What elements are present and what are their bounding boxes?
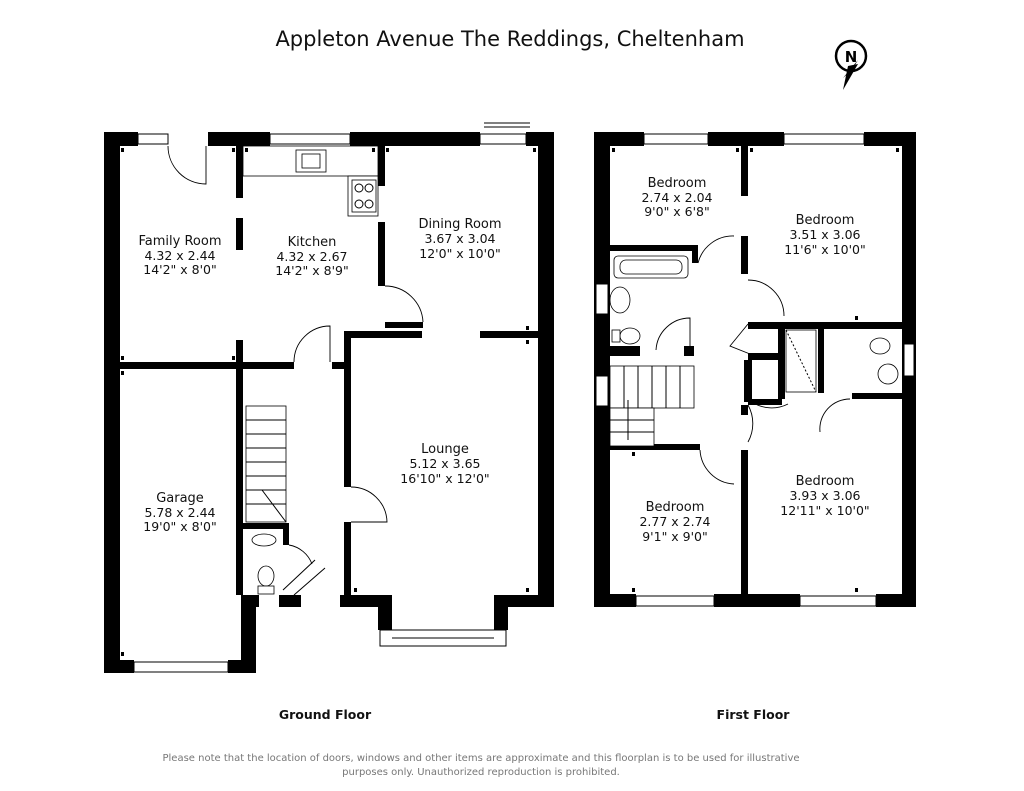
ground-floor-plan bbox=[104, 122, 554, 673]
svg-text:Kitchen: Kitchen bbox=[288, 235, 337, 250]
room-dining-room: Dining Room 3.67 x 3.04 12'0" x 10'0" bbox=[418, 217, 501, 261]
svg-text:Family Room: Family Room bbox=[139, 234, 222, 249]
svg-text:5.12 x 3.65: 5.12 x 3.65 bbox=[409, 456, 480, 471]
first-floor-plan bbox=[594, 132, 916, 607]
room-family-room: Family Room 4.32 x 2.44 14'2" x 8'0" bbox=[139, 234, 222, 277]
svg-text:2.77 x 2.74: 2.77 x 2.74 bbox=[639, 514, 710, 529]
svg-text:Bedroom: Bedroom bbox=[648, 176, 707, 191]
svg-text:Bedroom: Bedroom bbox=[646, 500, 705, 515]
svg-text:14'2" x 8'9": 14'2" x 8'9" bbox=[275, 263, 348, 278]
room-bedroom-1: Bedroom 2.74 x 2.04 9'0" x 6'8" bbox=[641, 176, 712, 219]
svg-text:5.78 x 2.44: 5.78 x 2.44 bbox=[144, 505, 215, 520]
compass-label: N bbox=[845, 48, 858, 66]
svg-text:Lounge: Lounge bbox=[421, 442, 469, 457]
ground-floor-label: Ground Floor bbox=[279, 707, 372, 722]
room-garage: Garage 5.78 x 2.44 19'0" x 8'0" bbox=[143, 491, 216, 534]
room-lounge: Lounge 5.12 x 3.65 16'10" x 12'0" bbox=[400, 442, 489, 486]
svg-text:3.93 x 3.06: 3.93 x 3.06 bbox=[789, 488, 860, 503]
first-floor-label: First Floor bbox=[717, 707, 791, 722]
room-bedroom-4: Bedroom 3.93 x 3.06 12'11" x 10'0" bbox=[780, 474, 869, 518]
window bbox=[137, 133, 169, 145]
svg-text:3.51 x 3.06: 3.51 x 3.06 bbox=[789, 227, 860, 242]
svg-text:Dining Room: Dining Room bbox=[418, 217, 501, 232]
svg-text:12'0" x 10'0": 12'0" x 10'0" bbox=[419, 246, 500, 261]
svg-text:9'0" x 6'8": 9'0" x 6'8" bbox=[644, 204, 710, 219]
svg-text:Bedroom: Bedroom bbox=[796, 474, 855, 489]
disclaimer-line-1: Please note that the location of doors, … bbox=[162, 753, 799, 764]
disclaimer-line-2: purposes only. Unauthorized reproduction… bbox=[342, 767, 620, 778]
svg-text:Bedroom: Bedroom bbox=[796, 213, 855, 228]
svg-text:2.74 x 2.04: 2.74 x 2.04 bbox=[641, 190, 712, 205]
svg-text:4.32 x 2.44: 4.32 x 2.44 bbox=[144, 248, 215, 263]
svg-text:12'11" x 10'0": 12'11" x 10'0" bbox=[780, 503, 869, 518]
svg-text:19'0" x 8'0": 19'0" x 8'0" bbox=[143, 519, 216, 534]
room-kitchen: Kitchen 4.32 x 2.67 14'2" x 8'9" bbox=[275, 235, 348, 278]
svg-text:16'10" x 12'0": 16'10" x 12'0" bbox=[400, 471, 489, 486]
compass-icon: N bbox=[834, 39, 868, 90]
svg-text:Garage: Garage bbox=[156, 491, 204, 506]
plan-title: Appleton Avenue The Reddings, Cheltenham bbox=[275, 27, 744, 51]
svg-text:3.67 x 3.04: 3.67 x 3.04 bbox=[424, 231, 495, 246]
svg-text:9'1" x 9'0": 9'1" x 9'0" bbox=[642, 529, 708, 544]
svg-text:11'6" x 10'0": 11'6" x 10'0" bbox=[784, 242, 865, 257]
svg-text:14'2" x 8'0": 14'2" x 8'0" bbox=[143, 262, 216, 277]
wall bbox=[104, 132, 120, 673]
svg-text:4.32 x 2.67: 4.32 x 2.67 bbox=[276, 249, 347, 264]
room-bedroom-3: Bedroom 2.77 x 2.74 9'1" x 9'0" bbox=[639, 500, 710, 544]
room-bedroom-2: Bedroom 3.51 x 3.06 11'6" x 10'0" bbox=[784, 213, 865, 257]
